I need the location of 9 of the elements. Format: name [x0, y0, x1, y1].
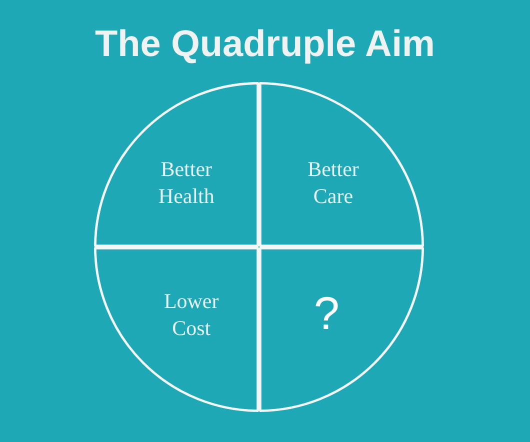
- quadrant-label: Lower Cost: [164, 288, 219, 342]
- quadrant-label: Better Health: [158, 156, 214, 210]
- quadrant-sector: [259, 247, 424, 412]
- quadrant-sector: [259, 82, 424, 247]
- quadrant-sector: [94, 247, 259, 412]
- quadrant-label: Better Care: [308, 156, 359, 210]
- diagram-title: The Quadruple Aim: [95, 22, 435, 66]
- quadrant-sector: [94, 82, 259, 247]
- quadrant-label: ?: [314, 288, 340, 338]
